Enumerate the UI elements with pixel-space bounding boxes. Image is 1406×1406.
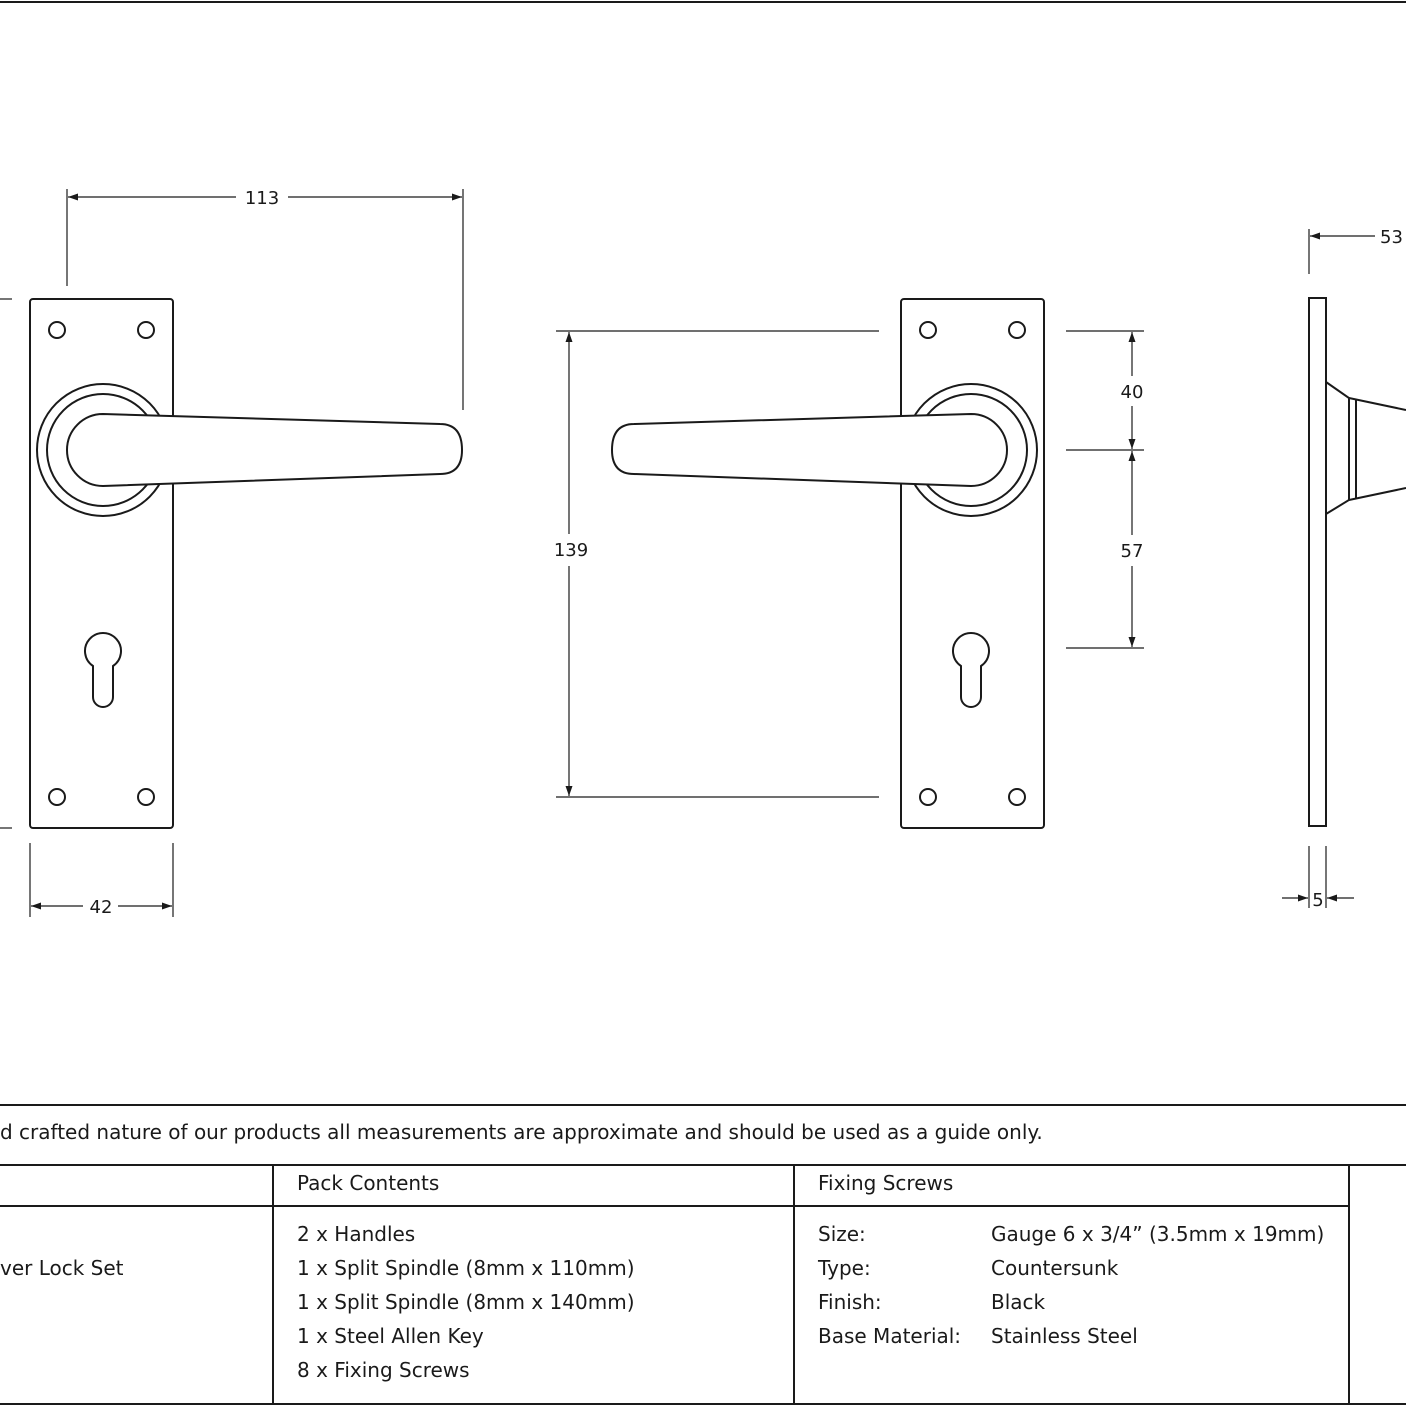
spec-label: Base Material: [818, 1324, 962, 1348]
side-view [1308, 297, 1406, 827]
left-backplate [29, 298, 174, 829]
pack-contents-list: 2 x Handles 1 x Split Spindle (8mm x 110… [297, 1217, 635, 1387]
fixing-screws-labels: Size: Type: Finish: Base Material: [818, 1217, 961, 1353]
pack-item: 2 x Handles [297, 1222, 416, 1246]
left-handle-view [29, 298, 464, 829]
right-handle-view [610, 298, 1045, 829]
dim-label-5: 5 [1312, 890, 1323, 911]
dim-label-40: 40 [1121, 382, 1144, 403]
side-rose-profile [1325, 381, 1350, 515]
pack-item: 1 x Split Spindle (8mm x 110mm) [297, 1256, 635, 1280]
left-keyhole [84, 632, 122, 708]
middle-lever [610, 412, 1008, 488]
middle-dimensions [556, 330, 1144, 798]
dim-label-57: 57 [1121, 541, 1144, 562]
pack-item: 8 x Fixing Screws [297, 1358, 470, 1382]
dim-label-42: 42 [90, 897, 113, 918]
spec-label: Finish: [818, 1290, 882, 1314]
pack-item: 1 x Split Spindle (8mm x 140mm) [297, 1290, 635, 1314]
pack-contents-header: Pack Contents [297, 1171, 440, 1195]
spec-value: Gauge 6 x 3/4” (3.5mm x 19mm) [991, 1222, 1325, 1246]
pack-item: 1 x Steel Allen Key [297, 1324, 484, 1348]
product-name: ver Lock Set [0, 1256, 124, 1280]
spec-value: Countersunk [991, 1256, 1119, 1280]
side-dimensions [1282, 229, 1375, 908]
middle-screw-hole-tr [1008, 321, 1026, 339]
side-backplate [1308, 297, 1327, 827]
dim-label-139: 139 [554, 540, 588, 561]
disclaimer-text: d crafted nature of our products all mea… [0, 1120, 1043, 1144]
dim-label-113: 113 [245, 188, 279, 209]
dim-label-53: 53 [1380, 227, 1403, 248]
fixing-screws-values: Gauge 6 x 3/4” (3.5mm x 19mm) Countersun… [991, 1217, 1324, 1353]
middle-keyhole [952, 632, 990, 708]
middle-screw-hole-br [1008, 788, 1026, 806]
middle-screw-hole-bl [919, 788, 937, 806]
spec-table-grid [0, 1104, 1406, 1405]
middle-backplate [900, 298, 1045, 829]
spec-value: Stainless Steel [991, 1324, 1138, 1348]
left-screw-hole-br [137, 788, 155, 806]
left-lever [66, 412, 464, 488]
spec-label: Type: [818, 1256, 871, 1280]
spec-value: Black [991, 1290, 1046, 1314]
left-screw-hole-tr [137, 321, 155, 339]
left-screw-hole-tl [48, 321, 66, 339]
fixing-screws-header: Fixing Screws [818, 1171, 954, 1195]
left-dimensions [0, 189, 464, 917]
spec-label: Size: [818, 1222, 866, 1246]
middle-screw-hole-tl [919, 321, 937, 339]
left-screw-hole-bl [48, 788, 66, 806]
side-lever-profile [1348, 397, 1406, 501]
